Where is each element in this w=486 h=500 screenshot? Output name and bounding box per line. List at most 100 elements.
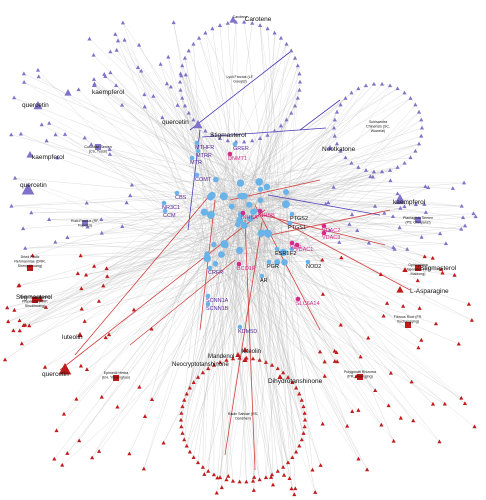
target-triangle: [92, 81, 97, 86]
target-triangle: [127, 451, 132, 456]
target-triangle: [379, 81, 385, 86]
target-triangle: [74, 396, 79, 401]
target-triangle: [60, 462, 65, 467]
edge: [207, 258, 325, 362]
target-triangle: [320, 421, 325, 426]
edge: [213, 105, 296, 245]
highlight-edge: [189, 51, 291, 131]
target-triangle: [258, 136, 263, 141]
gene-label: VDAC3: [322, 235, 340, 241]
edge: [101, 219, 225, 245]
target-triangle: [211, 362, 217, 367]
target-triangle: [395, 86, 400, 91]
target-triangle: [345, 423, 350, 428]
target-triangle: [137, 384, 142, 389]
gene-node: [259, 273, 265, 279]
edge: [94, 85, 205, 213]
target-circle: [218, 251, 225, 258]
edge: [224, 243, 316, 493]
highlight-edge: [254, 204, 321, 331]
edge: [232, 225, 245, 359]
edge: [265, 262, 285, 478]
target-triangle: [179, 424, 184, 429]
target-triangle: [416, 345, 421, 350]
target-triangle: [141, 466, 146, 471]
target-triangle: [187, 385, 192, 390]
target-triangle: [332, 348, 337, 353]
edge: [215, 140, 253, 180]
target-triangle: [363, 168, 369, 172]
edge: [212, 90, 300, 196]
target-triangle: [103, 335, 108, 340]
edge: [280, 125, 287, 193]
edge: [240, 182, 443, 274]
compound-label: Stigmasterol: [210, 132, 247, 139]
edge: [240, 135, 335, 197]
target-triangle: [242, 19, 247, 24]
edge: [285, 204, 369, 339]
edge: [25, 233, 269, 249]
target-triangle: [419, 133, 424, 138]
gene-node: [240, 210, 246, 216]
edge: [221, 112, 338, 255]
target-triangle: [250, 138, 255, 143]
edge: [244, 135, 422, 197]
edge: [240, 44, 287, 184]
target-circle: [219, 192, 228, 201]
target-triangle: [381, 313, 386, 318]
edge: [215, 179, 466, 404]
target-triangle: [75, 271, 80, 276]
target-circle: [212, 260, 219, 267]
target-triangle: [114, 83, 119, 88]
target-triangle: [363, 83, 369, 88]
edge: [239, 98, 298, 221]
edge: [202, 258, 208, 468]
gene-label: MTR: [190, 160, 202, 166]
target-triangle: [372, 203, 378, 208]
target-triangle: [356, 456, 361, 461]
edge: [240, 130, 275, 184]
target-triangle: [142, 92, 147, 97]
target-triangle: [405, 246, 410, 251]
target-triangle: [284, 117, 289, 122]
edge: [207, 258, 341, 326]
edge: [210, 196, 305, 427]
edge: [210, 196, 420, 309]
gene-label: SLC6A14: [296, 301, 320, 307]
target-triangle: [422, 202, 427, 206]
target-triangle: [177, 79, 183, 84]
edge: [130, 195, 240, 220]
edge: [108, 252, 284, 335]
gene-node: [305, 259, 311, 265]
edge: [204, 211, 440, 442]
target-triangle: [183, 72, 188, 77]
edge: [260, 189, 464, 218]
edge: [277, 262, 292, 489]
edge: [189, 196, 224, 389]
edge: [8, 204, 287, 322]
target-triangle: [408, 155, 413, 160]
edge: [225, 245, 394, 442]
target-triangle: [387, 83, 393, 88]
edge: [284, 259, 323, 263]
target-triangle: [349, 212, 355, 217]
target-triangle: [398, 415, 403, 420]
target-triangle: [158, 61, 163, 66]
herb-target-rings: [2, 19, 478, 497]
target-triangle: [200, 464, 205, 469]
target-triangle: [18, 131, 23, 136]
target-triangle: [417, 306, 422, 310]
highlight-edge: [261, 214, 386, 246]
edge: [221, 135, 335, 255]
edge: [182, 211, 254, 407]
target-triangle: [371, 81, 377, 86]
compound-triangle: [33, 101, 43, 110]
edge: [260, 182, 465, 201]
target-triangle: [272, 30, 277, 35]
edge: [221, 254, 325, 377]
edge: [206, 253, 359, 411]
target-triangle: [350, 409, 355, 414]
target-triangle: [43, 305, 48, 309]
target-triangle: [413, 202, 418, 207]
edge: [267, 32, 275, 233]
